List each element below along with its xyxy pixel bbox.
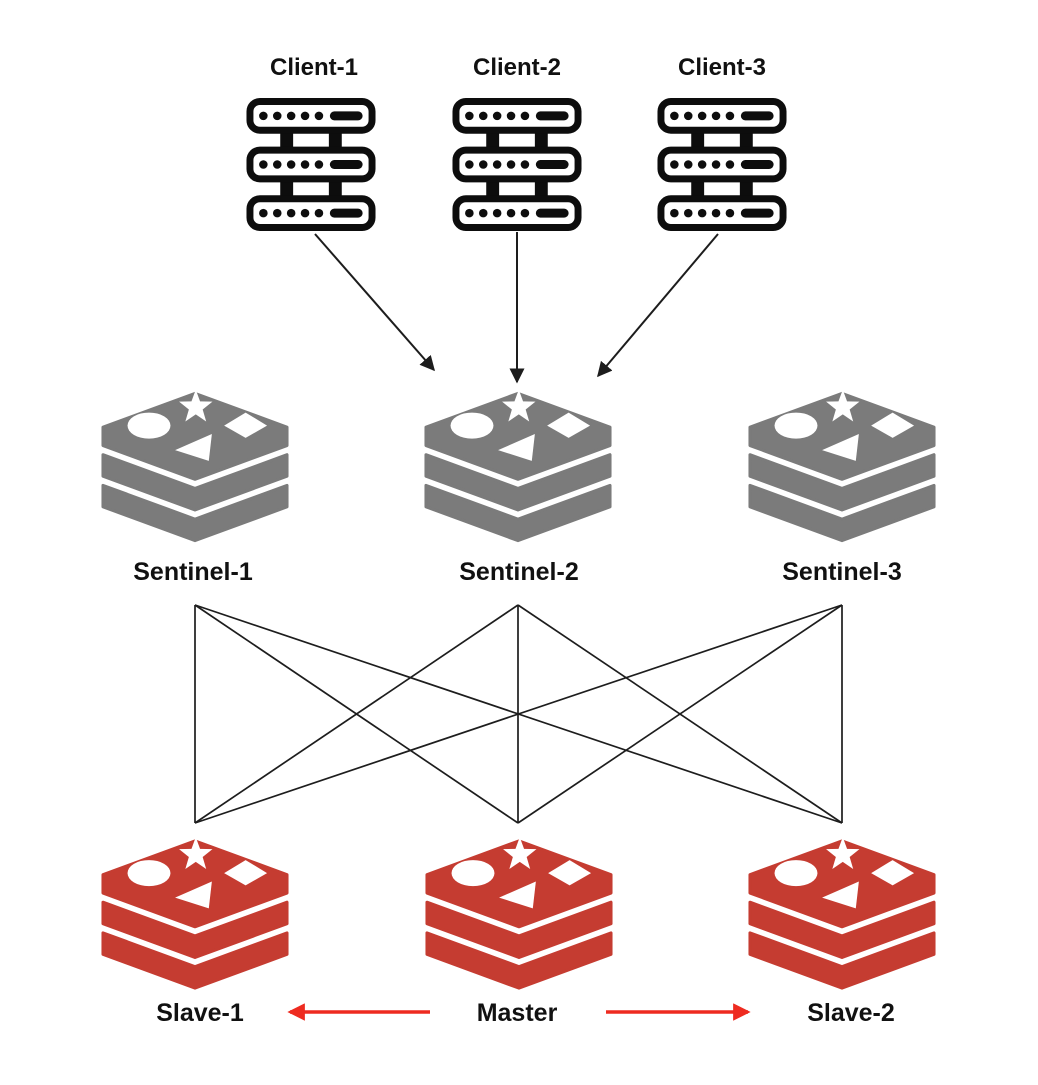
client-3-arrow xyxy=(597,233,719,378)
slave-1-redis-cube-icon xyxy=(101,835,289,990)
client-3-server-stack-icon xyxy=(661,101,783,227)
sentinel-3-redis-cube-icon xyxy=(748,387,936,543)
client-3-label: Client-3 xyxy=(678,54,766,81)
slave-2-redis-cube-icon xyxy=(748,835,936,990)
sentinel-node-mesh-lines xyxy=(194,604,843,824)
slave-1-label: Slave-1 xyxy=(156,999,244,1027)
client-to-sentinel-arrows xyxy=(314,232,719,384)
client-1-arrow xyxy=(314,233,435,372)
sentinel-2-redis-cube-icon xyxy=(424,387,612,543)
slave-2-label: Slave-2 xyxy=(807,999,895,1027)
client-2-server-stack-icon xyxy=(456,101,578,227)
client-1-server-stack-icon xyxy=(250,101,372,227)
master-redis-cube-icon xyxy=(425,835,613,990)
sentinel-1-label: Sentinel-1 xyxy=(133,558,253,586)
master-label: Master xyxy=(477,999,558,1027)
client-1-label: Client-1 xyxy=(270,54,358,81)
mesh-line-s2-slave1 xyxy=(194,604,519,824)
client-2-label: Client-2 xyxy=(473,54,561,81)
sentinel-1-redis-cube-icon xyxy=(101,387,289,543)
sentinel-3-label: Sentinel-3 xyxy=(782,558,901,586)
sentinel-2-label: Sentinel-2 xyxy=(459,558,578,586)
mesh-line-s3-master xyxy=(517,604,843,824)
mesh-line-s3-slave1 xyxy=(194,604,843,824)
